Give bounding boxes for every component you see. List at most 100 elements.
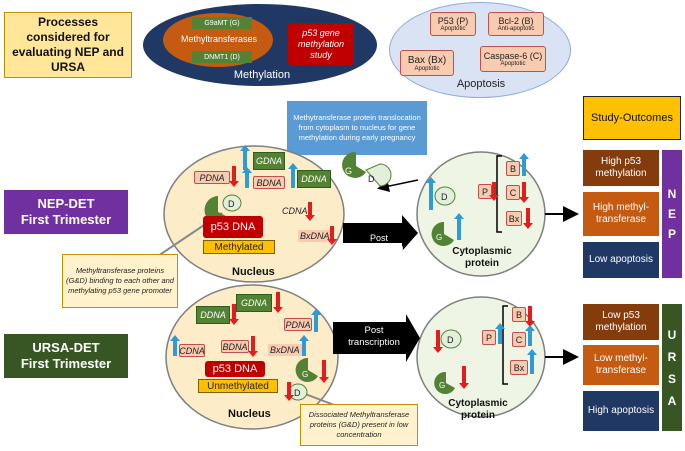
p53p-sub: Apoptotic: [440, 26, 466, 32]
dnmt1-chip: DNMT1 (D): [192, 51, 252, 63]
methylation-label: Methylation: [233, 69, 291, 81]
nep-outcome-1-label: High p53 methylation: [595, 156, 647, 179]
ursa-det-line1: URSA-DET: [32, 340, 100, 355]
nep-c-dna-down-arrow: [305, 202, 315, 221]
nep-det-line2: First Trimester: [20, 212, 112, 227]
nep-g-dna-up-arrow: [240, 145, 250, 170]
nep-p53-dna-label: p53 DNA: [210, 221, 256, 233]
nep-cyto-p: P: [478, 184, 492, 199]
nep-d-protein-top: [365, 163, 392, 187]
binding-note: Methyltransferase proteins (G&D) binding…: [62, 254, 178, 308]
p53-study-box: p53 gene methylation study: [288, 23, 354, 65]
nep-b-dna: BDNA: [253, 176, 285, 189]
nep-cyto-bx-down-arrow: [523, 208, 533, 229]
apoptosis-label: Apoptosis: [456, 78, 506, 90]
svg-text:D: D: [294, 388, 301, 398]
processes-title-box: Processes considered for evaluating NEP …: [4, 12, 132, 78]
svg-text:D: D: [368, 174, 375, 184]
nep-det-label: NEP-DET First Trimester: [4, 190, 128, 234]
nep-methylated-label: Methylated: [214, 241, 264, 253]
casp-name: Caspase-6 (C): [483, 51, 543, 61]
ursa-g-dna: GDNA: [236, 294, 272, 312]
nep-outcome-3: Low apoptosis: [583, 242, 659, 278]
ursa-cyto-bx-up-arrow: [527, 349, 537, 374]
translocation-arrow: [377, 179, 419, 193]
ursa-cyto-bx: Bx: [510, 360, 528, 375]
ursa-outcome-3: High apoptosis: [583, 391, 659, 431]
nep-nucleus-label: Nucleus: [232, 266, 275, 278]
ursa-cyto-c-up-arrow: [525, 325, 535, 346]
nep-cyto-c-down-arrow: [519, 182, 529, 203]
nep-cyto-c: C: [506, 185, 520, 200]
ursa-d-dna: DDNA: [196, 306, 230, 324]
ursa-nuc-g: [295, 357, 318, 382]
ursa-post-transcription: Post transcription: [348, 325, 400, 348]
ursa-post-arrow: [333, 314, 420, 362]
ursa-outcome-2-label: Low methyl-transferase: [594, 353, 648, 376]
nep-cyto-b: B: [506, 161, 520, 176]
translocation-note-text: Methytransferase protein translocation f…: [293, 113, 421, 142]
nep-outcome-3-label: Low apoptosis: [589, 254, 653, 265]
ursa-cyto-p-up-arrow: [495, 323, 505, 344]
ursa-p53-dna: p53 DNA: [205, 361, 265, 377]
bcl2-sub: Anti-apoptotic: [497, 26, 535, 32]
processes-title: Processes considered for evaluating NEP …: [12, 15, 124, 74]
nep-b-dna-up-arrow: [242, 167, 252, 188]
svg-text:D: D: [447, 335, 454, 345]
nep-cyto-p-down-arrow: [489, 182, 499, 201]
binding-note-text: Methyltransferase proteins (G&D) binding…: [66, 266, 174, 295]
nep-side-label: NEP: [667, 187, 677, 241]
ursa-outcome-2: Low methyl-transferase: [583, 345, 659, 385]
ursa-b-dna: BDNA: [221, 340, 249, 353]
nep-d-bound: [222, 194, 242, 212]
ursa-d-dna-down-arrow: [229, 304, 239, 325]
ursa-outcome-1-label: Low p53 methylation: [595, 310, 647, 333]
nep-d-dna-up-arrow: [288, 163, 298, 188]
ursa-nuc-d-down-arrow: [284, 382, 294, 401]
p53p-chip: P53 (P) Apoptotic: [430, 12, 476, 36]
ursa-nuc-g-down-arrow: [319, 360, 329, 383]
nep-cyto-b-up-arrow: [519, 153, 529, 176]
ursa-outcome-1: Low p53 methylation: [583, 304, 659, 340]
nep-outcome-2: High methyl-transferase: [583, 192, 659, 236]
nep-methylated-badge: Methylated: [203, 240, 275, 254]
ursa-c-dna-up-arrow: [170, 335, 180, 356]
nep-cyto-bx: Bx: [506, 211, 522, 226]
nep-c-dna: CDNA: [282, 206, 308, 216]
nep-bracket: [496, 155, 502, 233]
ursa-outcome-3-label: High apoptosis: [587, 405, 655, 416]
nep-g-protein-top: [342, 151, 366, 178]
ursa-bx-dna: BxDNA: [268, 344, 302, 356]
nep-outcome-1: High p53 methylation: [583, 150, 659, 186]
bax-chip: Bax (Bx) Apoptotic: [400, 50, 454, 76]
ursa-cyto-d-down-arrow: [433, 330, 443, 353]
nep-cyto-g: [431, 221, 454, 246]
ursa-side-label: URSA: [667, 327, 677, 408]
bcl2-name: Bcl-2 (B): [498, 16, 534, 26]
svg-text:G: G: [436, 233, 442, 242]
svg-text:G: G: [302, 370, 308, 379]
nep-cyto-d: [434, 186, 456, 206]
p53-study-label: p53 gene methylation study: [297, 27, 345, 60]
dissociated-note: Dissociated Methyltransferase proteins (…: [300, 404, 418, 446]
ursa-p53-dna-label: p53 DNA: [212, 363, 258, 375]
ursa-g-dna-down-arrow: [273, 292, 283, 313]
nep-bx-dna: BxDNA: [298, 230, 332, 242]
nep-post-arrow: [343, 215, 418, 251]
ursa-unmethylated-badge: Unmethylated: [198, 379, 278, 393]
nep-cyto-d-up-arrow: [426, 177, 436, 210]
nep-p-dna: PDNA: [194, 171, 230, 184]
ursa-cyto-p: P: [482, 330, 496, 345]
nep-cyto-protein-label: Cytoplasmic protein: [452, 246, 512, 269]
methyltransferases-label: Methyltransferases: [180, 34, 258, 44]
nep-d-dna: DDNA: [297, 170, 331, 188]
ursa-cyto-b: B: [512, 307, 526, 322]
nep-p53-dna: p53 DNA: [203, 216, 263, 238]
ursa-bx-dna-up-arrow: [299, 335, 309, 356]
svg-text:D: D: [228, 199, 235, 209]
nep-outcome-2-label: High methyl-transferase: [592, 202, 650, 225]
g9amt-label: G9aMT (G): [204, 19, 240, 27]
p53p-name: P53 (P): [437, 16, 469, 26]
dnmt1-label: DNMT1 (D): [204, 53, 240, 61]
svg-text:D: D: [441, 192, 448, 202]
